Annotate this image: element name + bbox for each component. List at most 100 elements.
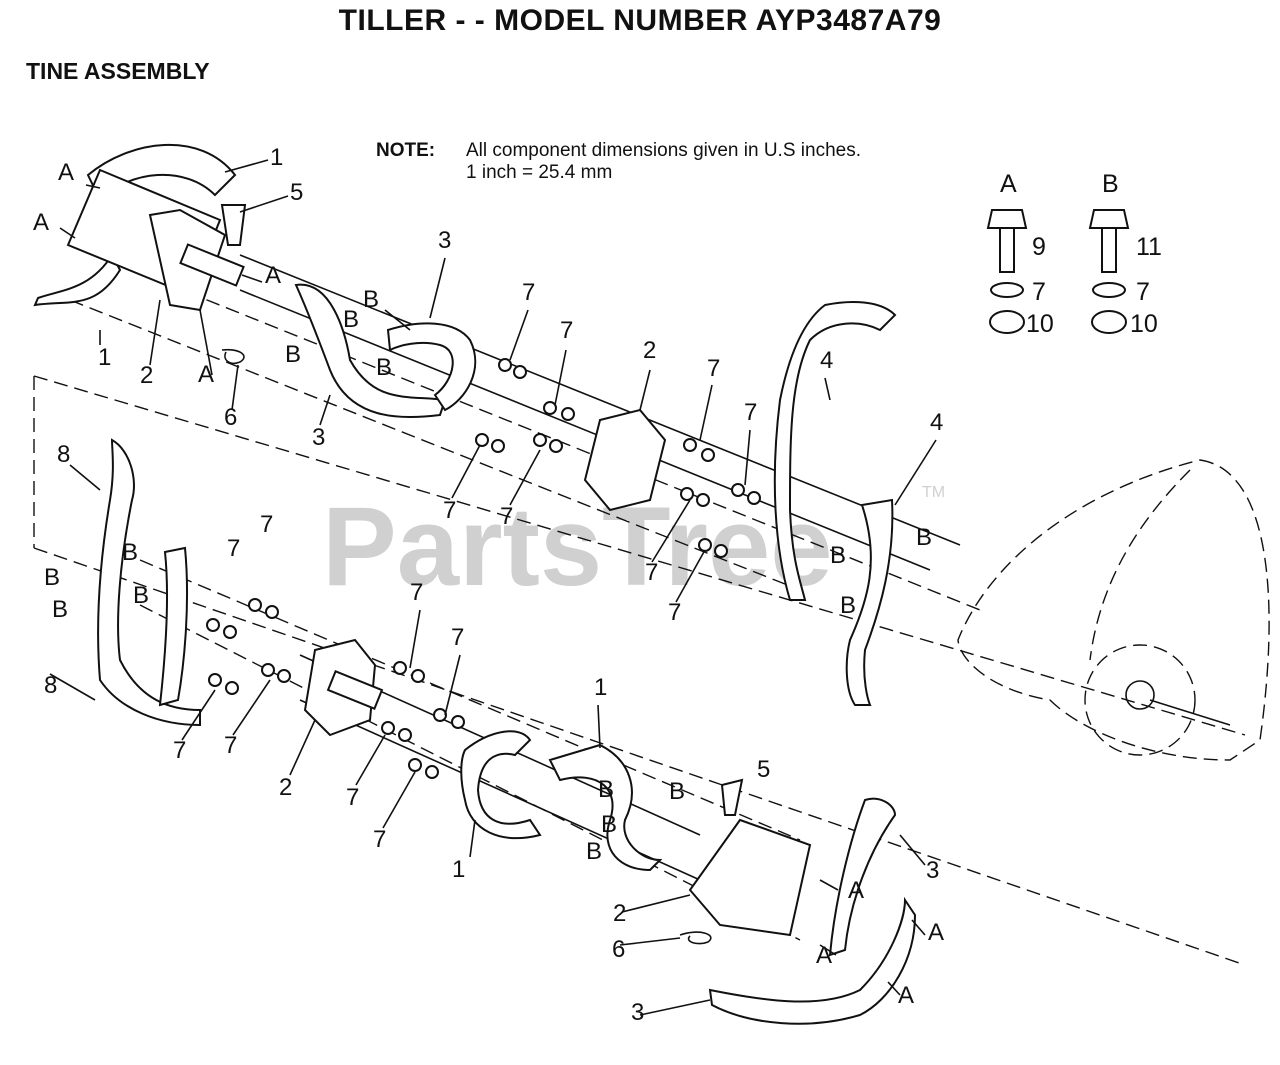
callout-label: 7 bbox=[373, 826, 386, 853]
callout-label: B bbox=[601, 811, 617, 838]
upper-tines bbox=[33, 144, 897, 706]
tine-1-lower-b bbox=[548, 743, 663, 872]
hex-nut-10-icon bbox=[989, 310, 1025, 334]
callout-label: 7 bbox=[451, 624, 464, 651]
leader-line bbox=[382, 771, 416, 829]
callout-label: 7 bbox=[173, 737, 186, 764]
leader-line bbox=[199, 309, 213, 376]
callout-label: 6 bbox=[224, 404, 237, 431]
tine-1-upper-left bbox=[86, 144, 237, 202]
tine-3-lower-b bbox=[708, 896, 917, 1025]
hardware-b-nut: 10 bbox=[1130, 310, 1158, 338]
callout-label: 8 bbox=[44, 672, 57, 699]
callout-label: 6 bbox=[612, 936, 625, 963]
tine-8-bracket bbox=[158, 546, 189, 707]
callout-label: 7 bbox=[645, 559, 658, 586]
leader-line bbox=[289, 719, 316, 776]
leader-line bbox=[744, 429, 751, 486]
leader-line bbox=[409, 609, 421, 669]
callout-label: 7 bbox=[522, 279, 535, 306]
leader-line bbox=[59, 227, 76, 239]
callout-label: 4 bbox=[820, 347, 833, 374]
leader-line bbox=[621, 894, 691, 913]
hardware-a-washer: 7 bbox=[1032, 278, 1046, 306]
callout-label: 7 bbox=[260, 511, 273, 538]
callout-label: B bbox=[133, 582, 149, 609]
callout-label: B bbox=[343, 306, 359, 333]
section-title: TINE ASSEMBLY bbox=[26, 58, 210, 84]
callout-label: B bbox=[830, 542, 846, 569]
tine-8-left bbox=[97, 438, 201, 727]
callout-label: 2 bbox=[140, 362, 153, 389]
leader-line bbox=[451, 444, 481, 499]
upper-tine-shaft bbox=[69, 244, 981, 611]
callout-label: 2 bbox=[613, 900, 626, 927]
callout-label: 1 bbox=[98, 344, 111, 371]
callout-label: A bbox=[816, 942, 832, 969]
leader-line bbox=[619, 937, 681, 946]
leader-line bbox=[911, 919, 926, 936]
leader-line bbox=[49, 673, 96, 701]
leader-line bbox=[819, 879, 839, 891]
callout-label: B bbox=[840, 592, 856, 619]
leader-line bbox=[319, 394, 331, 426]
hardware-a-letter: A bbox=[1000, 170, 1017, 198]
callout-label: 1 bbox=[594, 674, 607, 701]
leader-line bbox=[241, 274, 263, 283]
lock-washer-7-icon-b bbox=[1092, 282, 1126, 298]
tine-4-upper-a bbox=[773, 301, 897, 601]
note-label: NOTE: bbox=[376, 140, 436, 161]
note-line-1: All component dimensions given in U.S in… bbox=[466, 140, 861, 161]
hex-nut-10-icon-b bbox=[1091, 310, 1127, 334]
callout-label: 2 bbox=[279, 774, 292, 801]
callout-label: 7 bbox=[668, 599, 681, 626]
note-block: NOTE: All component dimensions given in U… bbox=[376, 140, 861, 184]
leader-line bbox=[384, 309, 411, 331]
callout-label: A bbox=[265, 262, 281, 289]
leader-line bbox=[444, 654, 461, 716]
leader-line bbox=[69, 464, 101, 491]
leader-line bbox=[509, 309, 529, 361]
leader-line bbox=[231, 364, 239, 411]
leader-line bbox=[639, 369, 651, 411]
callout-label: 7 bbox=[410, 579, 423, 606]
callout-label: B bbox=[586, 838, 602, 865]
bolt-9-icon bbox=[986, 209, 1028, 229]
callout-label: 2 bbox=[643, 337, 656, 364]
hardware-b-washer: 7 bbox=[1136, 278, 1150, 306]
callout-label: B bbox=[363, 286, 379, 313]
leader-line bbox=[675, 549, 706, 603]
trademark: TM bbox=[922, 484, 945, 501]
callout-label: 3 bbox=[438, 227, 451, 254]
callout-label: 1 bbox=[270, 144, 283, 171]
callout-label: 3 bbox=[631, 999, 644, 1026]
callout-label: 1 bbox=[452, 856, 465, 883]
leader-line bbox=[149, 299, 161, 366]
hardware-b-bolt: 11 bbox=[1136, 233, 1162, 261]
lock-washers-7 bbox=[206, 358, 761, 779]
callout-label: B bbox=[376, 354, 392, 381]
callout-label: B bbox=[285, 341, 301, 368]
note-line-2: 1 inch = 25.4 mm bbox=[466, 162, 613, 183]
leader-line bbox=[85, 184, 101, 189]
callout-label: 5 bbox=[757, 756, 770, 783]
leader-line bbox=[819, 944, 837, 956]
tine-1-upper-left-b bbox=[33, 253, 122, 307]
transmission-housing bbox=[957, 459, 1270, 761]
callout-label: B bbox=[669, 778, 685, 805]
leader-line bbox=[651, 499, 691, 563]
leader-line bbox=[509, 449, 541, 506]
callout-label: 7 bbox=[560, 317, 573, 344]
callout-label: 7 bbox=[224, 732, 237, 759]
callout-label: A bbox=[58, 159, 74, 186]
tine-1-lower-a bbox=[460, 730, 542, 840]
callout-label: 7 bbox=[227, 535, 240, 562]
hub-collar-lower bbox=[326, 670, 384, 710]
callout-label: 8 bbox=[57, 441, 70, 468]
leader-line bbox=[224, 159, 269, 173]
lock-washer-7-icon bbox=[990, 282, 1024, 298]
tine-3-upper-b bbox=[386, 322, 477, 412]
lower-tines bbox=[97, 438, 917, 1025]
leader-line bbox=[824, 377, 831, 401]
